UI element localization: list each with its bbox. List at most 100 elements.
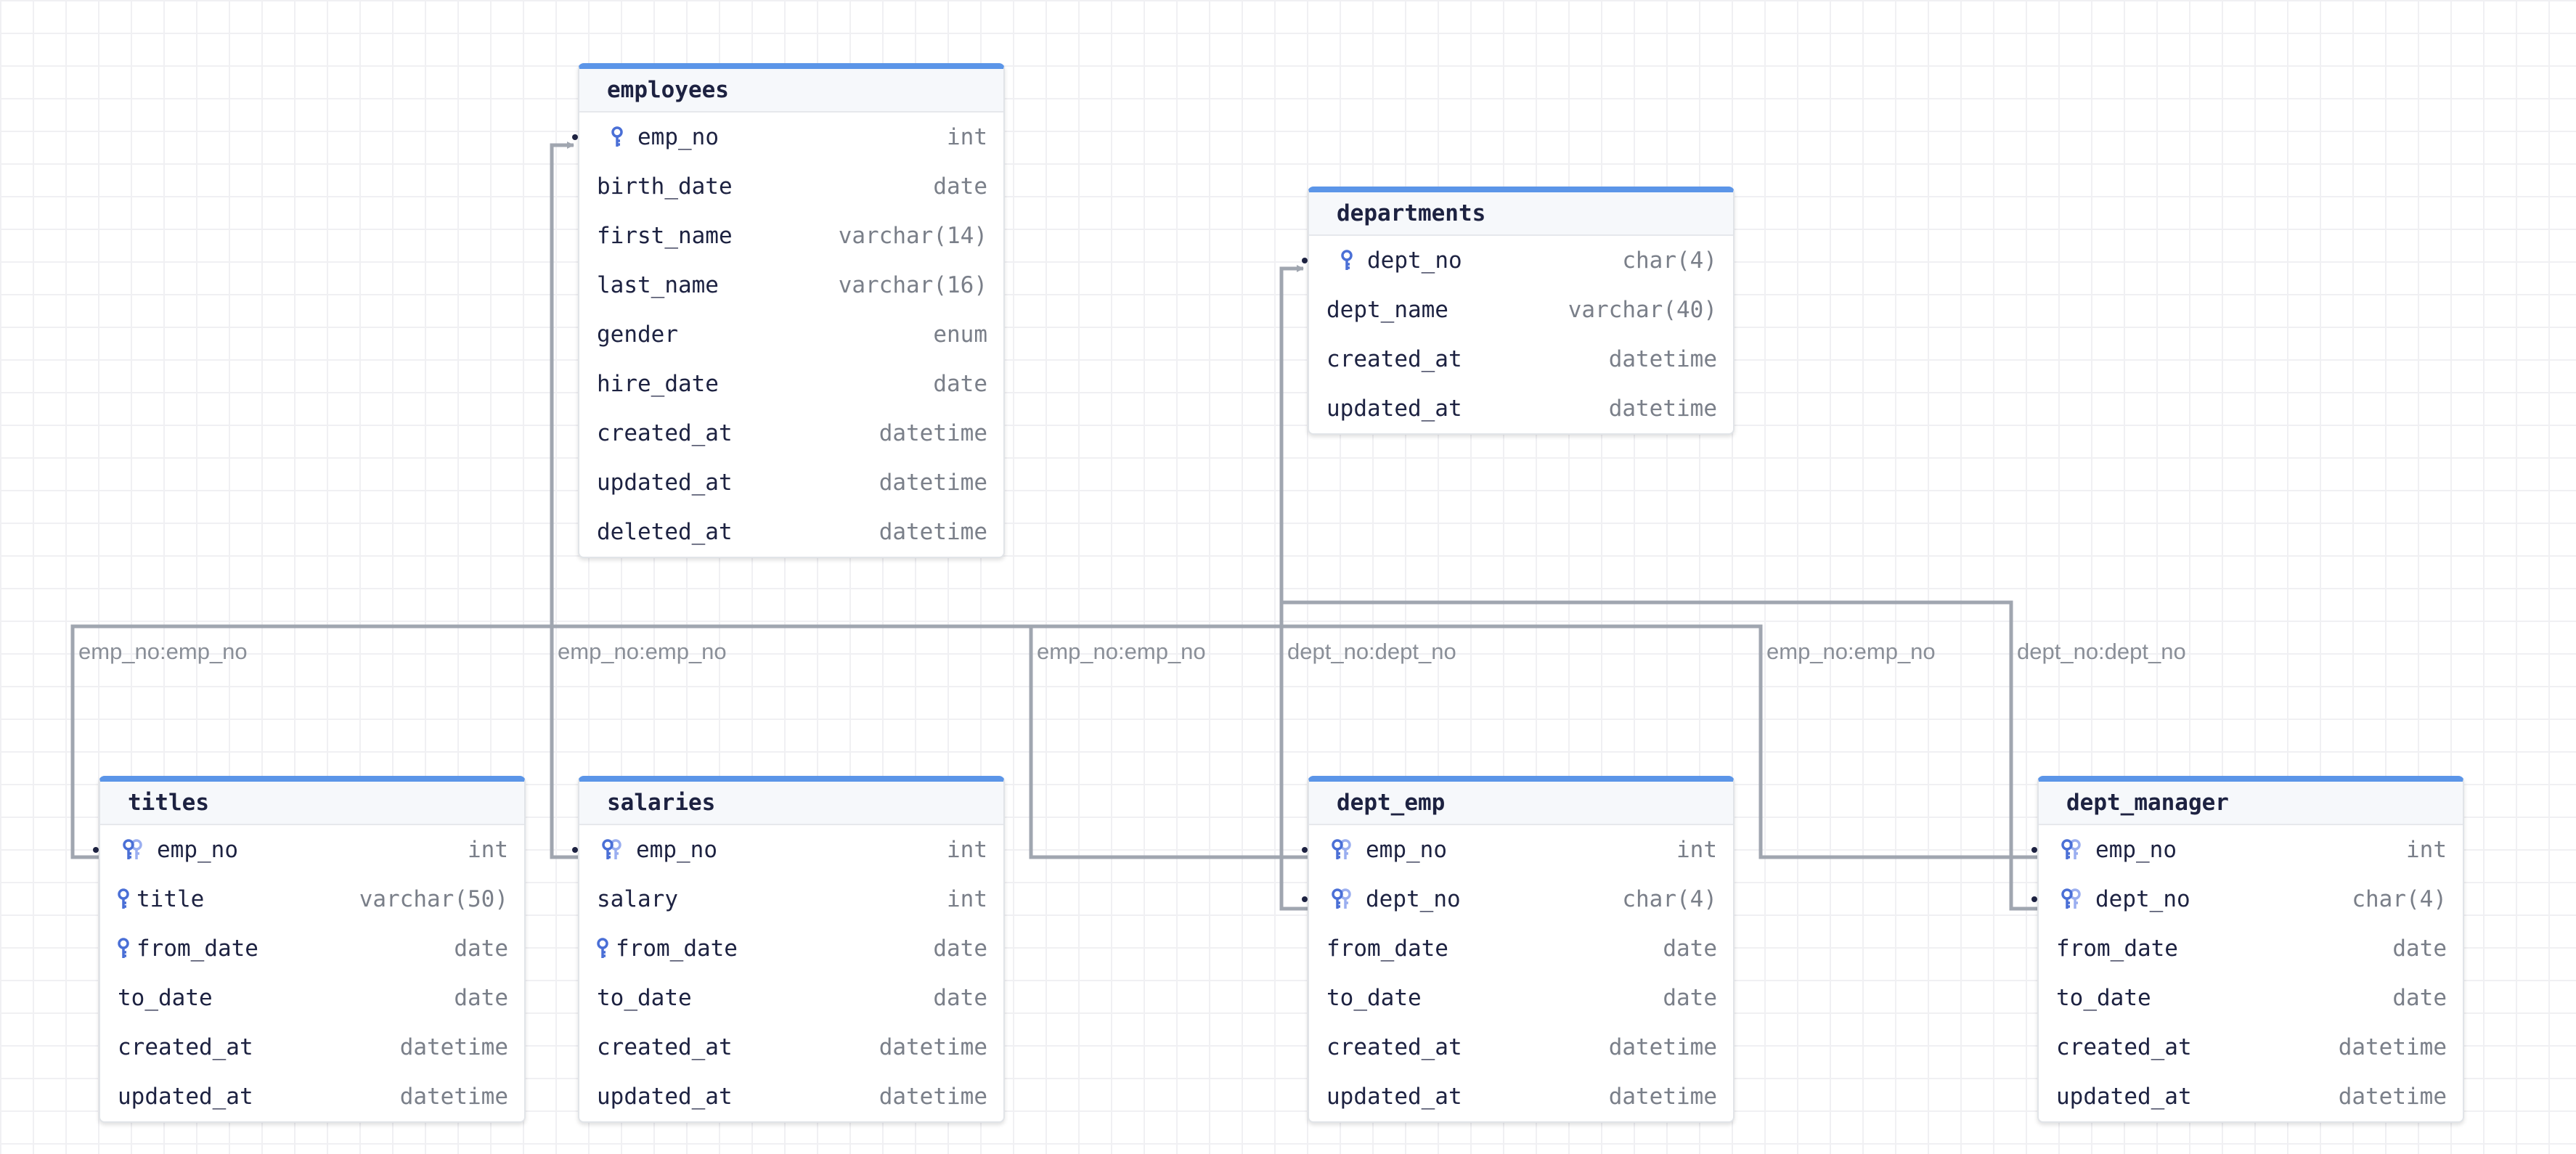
column-name: deleted_at xyxy=(597,519,733,545)
column-type: datetime xyxy=(399,1034,508,1060)
column-name: updated_at xyxy=(597,1084,733,1110)
connector-dot xyxy=(1302,847,1308,853)
column-name: to_date xyxy=(1326,985,1422,1011)
column-type: date xyxy=(454,936,508,962)
column-row[interactable]: dept_name varchar(40) xyxy=(1309,285,1733,335)
column-name: emp_no xyxy=(636,837,717,863)
column-name: emp_no xyxy=(637,124,719,150)
column-type: date xyxy=(933,985,987,1011)
column-type: datetime xyxy=(879,420,987,446)
column-name: dept_no xyxy=(2095,886,2190,912)
column-type: date xyxy=(454,985,508,1011)
column-row[interactable]: to_date date xyxy=(579,973,1003,1023)
column-type: datetime xyxy=(1608,1084,1717,1110)
column-name: to_date xyxy=(118,985,213,1011)
column-row[interactable]: from_date date xyxy=(2039,924,2463,973)
column-type: varchar(40) xyxy=(1568,297,1717,323)
relation-label: dept_no:dept_no xyxy=(2017,639,2186,664)
column-name: title xyxy=(136,886,205,912)
connector-dot xyxy=(1302,258,1308,263)
connector-dot xyxy=(2031,847,2037,853)
composite-key-icon xyxy=(1331,839,1353,861)
column-type: date xyxy=(1663,936,1717,962)
composite-key-icon xyxy=(2061,839,2082,861)
column-name: created_at xyxy=(597,420,733,446)
column-type: datetime xyxy=(2338,1084,2447,1110)
primary-key-icon xyxy=(118,888,129,910)
relation-line-titles-employees xyxy=(70,142,574,859)
table-name: employees xyxy=(607,77,729,103)
relation-label: emp_no:emp_no xyxy=(1037,639,1206,664)
column-row[interactable]: salary int xyxy=(579,875,1003,924)
column-type: date xyxy=(2392,936,2447,962)
column-name: from_date xyxy=(1326,936,1448,962)
column-name: from_date xyxy=(616,936,738,962)
column-name: to_date xyxy=(597,985,692,1011)
column-type: date xyxy=(1663,985,1717,1011)
composite-key-icon xyxy=(1331,888,1353,910)
column-type: char(4) xyxy=(1622,247,1717,274)
table-name: departments xyxy=(1337,200,1486,226)
column-row[interactable]: created_at datetime xyxy=(579,409,1003,458)
column-type: datetime xyxy=(879,470,987,496)
column-name: to_date xyxy=(2056,985,2151,1011)
column-type: datetime xyxy=(399,1084,508,1110)
connector-dot xyxy=(572,847,578,853)
table-header[interactable]: dept_manager xyxy=(2039,782,2463,825)
column-type: int xyxy=(2406,837,2447,863)
table-header[interactable]: departments xyxy=(1309,192,1733,236)
column-row[interactable]: to_date date xyxy=(1309,973,1733,1023)
column-type: int xyxy=(947,886,987,912)
column-name: from_date xyxy=(2056,936,2178,962)
table-name: dept_emp xyxy=(1337,790,1446,816)
column-row[interactable]: to_date date xyxy=(100,973,524,1023)
table-header[interactable]: titles xyxy=(100,782,524,825)
column-name: dept_name xyxy=(1326,297,1448,323)
table-header[interactable]: dept_emp xyxy=(1309,782,1733,825)
composite-key-icon xyxy=(122,839,144,861)
column-type: varchar(14) xyxy=(838,223,987,249)
table-header[interactable]: employees xyxy=(579,69,1003,112)
column-row[interactable]: from_date date xyxy=(1309,924,1733,973)
table-header[interactable]: salaries xyxy=(579,782,1003,825)
column-name: salary xyxy=(597,886,678,912)
composite-key-icon xyxy=(601,839,623,861)
composite-key-icon xyxy=(2061,888,2082,910)
